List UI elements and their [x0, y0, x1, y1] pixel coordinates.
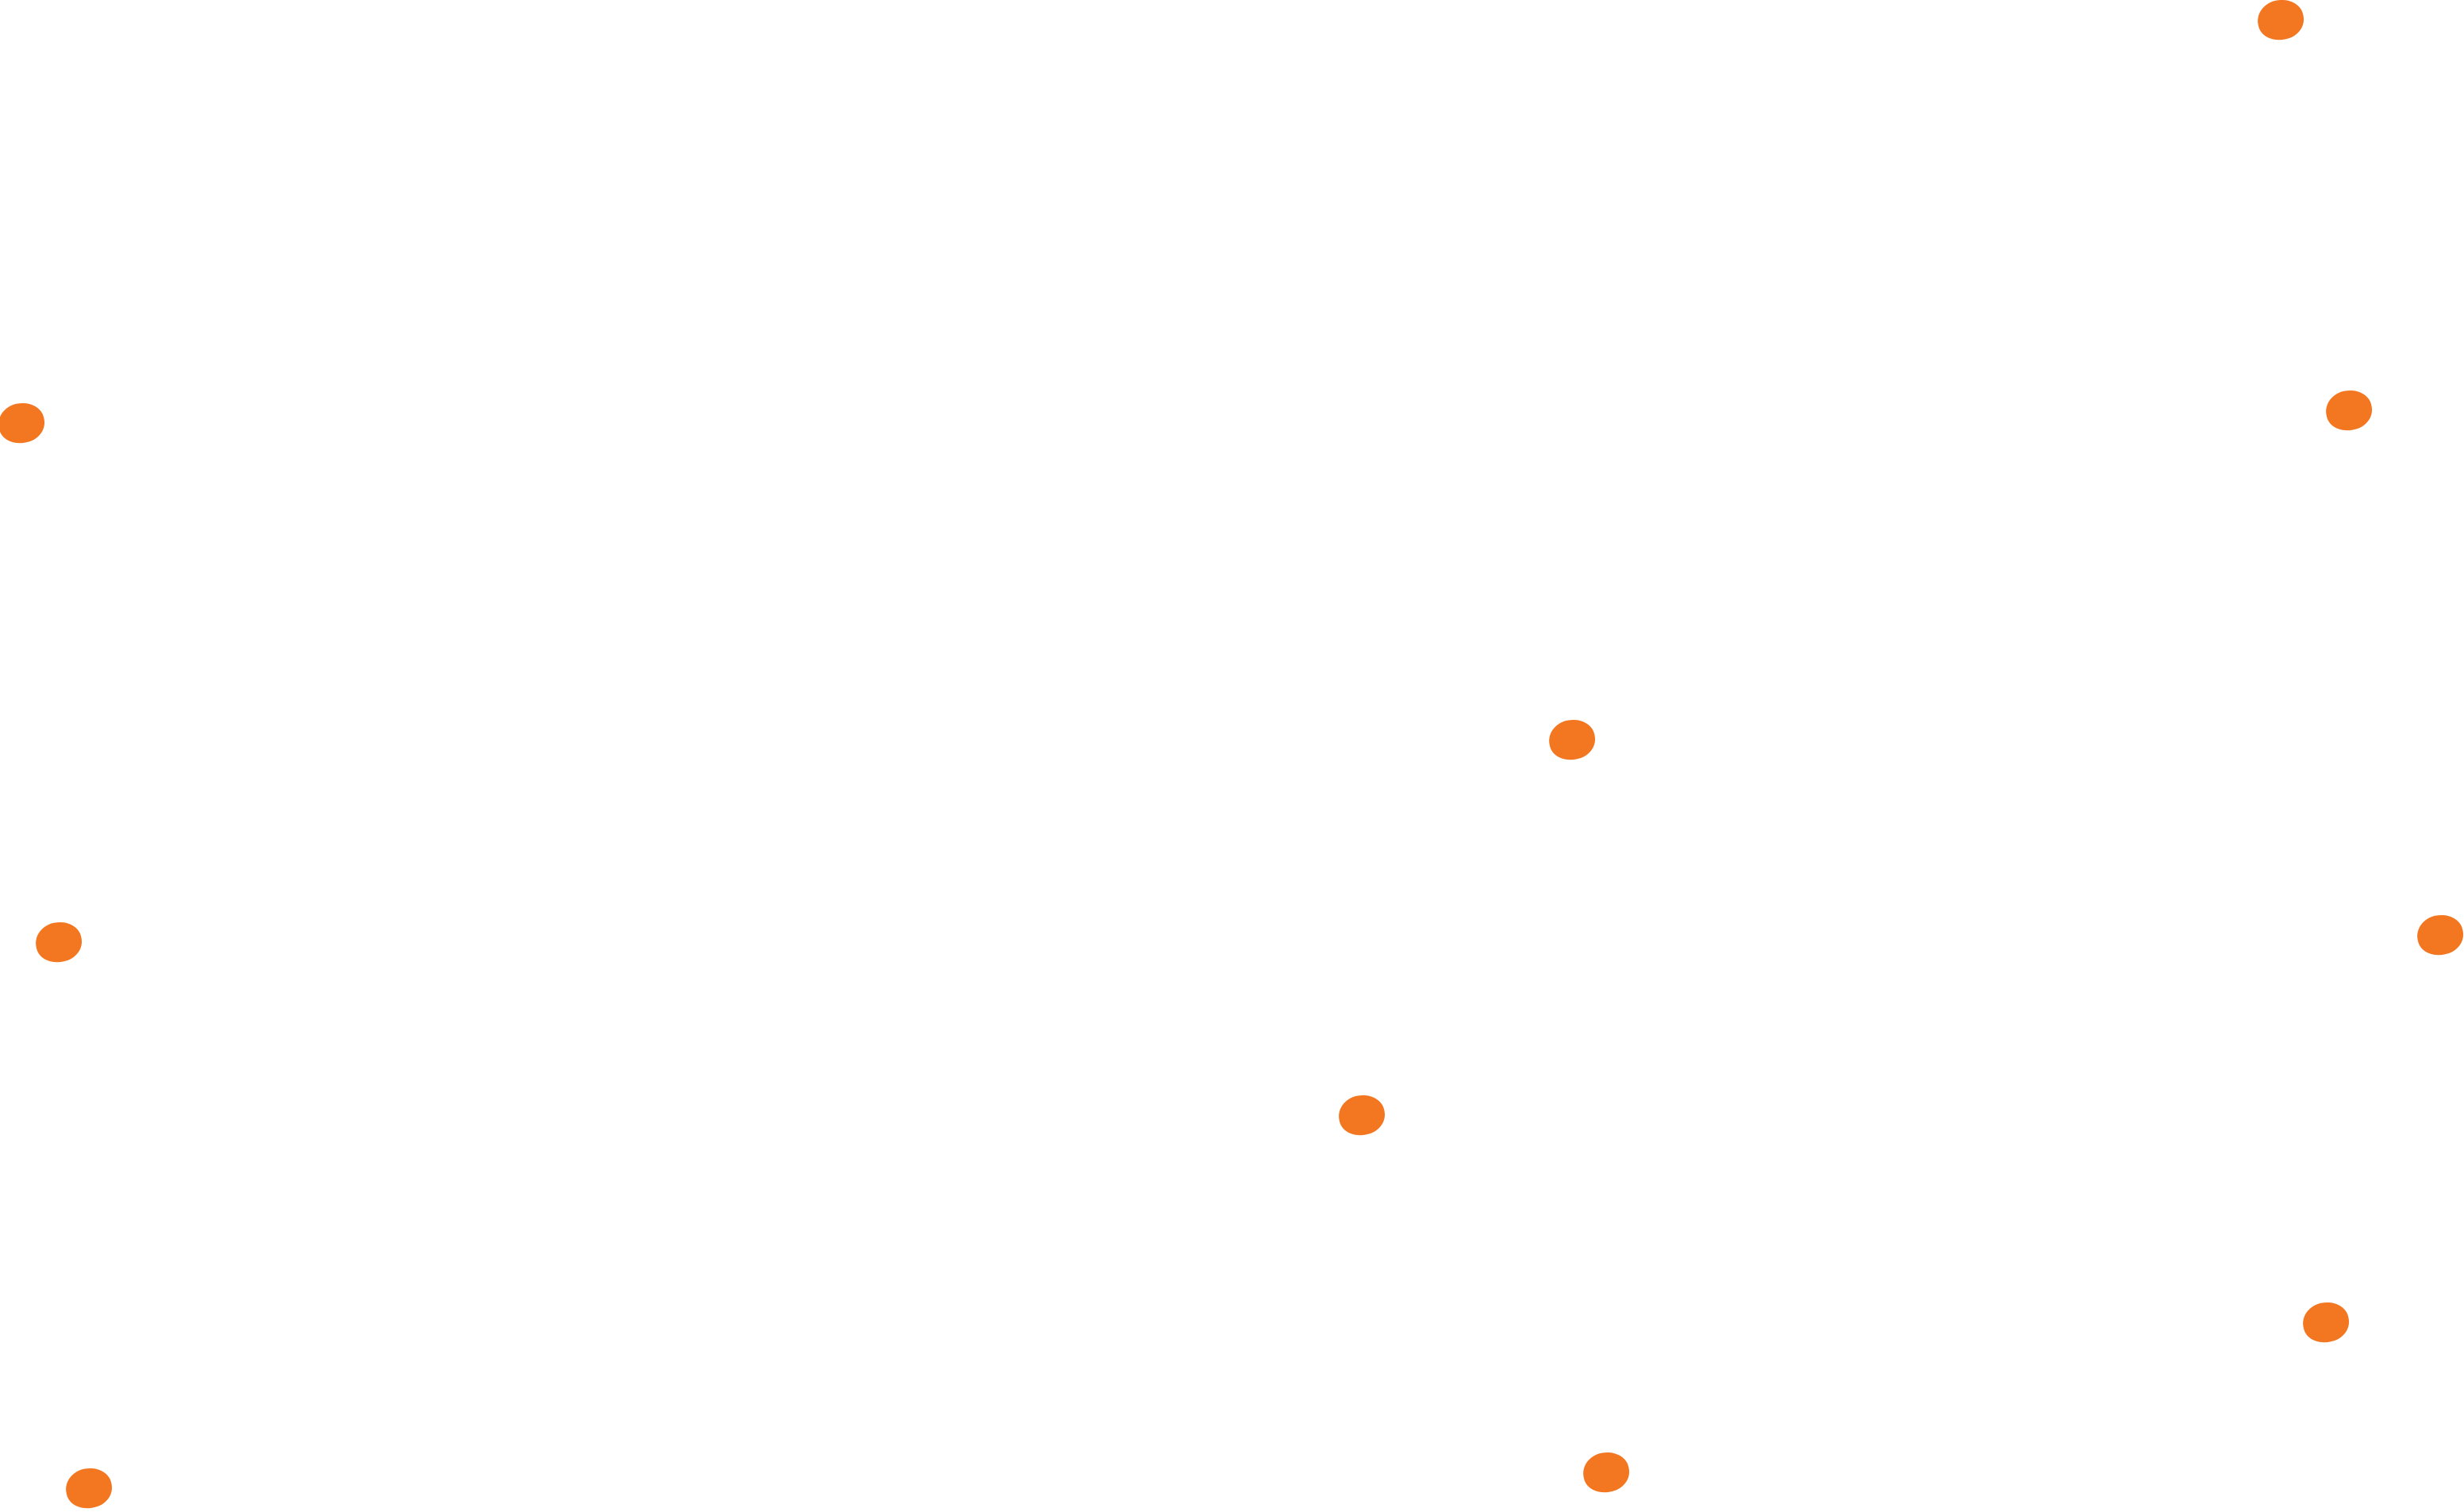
orange-dot — [1579, 1448, 1633, 1497]
orange-dot — [1335, 1091, 1389, 1140]
orange-dot — [1545, 715, 1599, 764]
orange-dot — [62, 1464, 116, 1512]
orange-dot — [2254, 0, 2308, 44]
orange-dot — [0, 398, 48, 448]
orange-dot — [2322, 386, 2376, 435]
orange-dot — [2299, 1298, 2353, 1347]
orange-dot — [2413, 910, 2464, 960]
orange-dot — [32, 918, 86, 967]
